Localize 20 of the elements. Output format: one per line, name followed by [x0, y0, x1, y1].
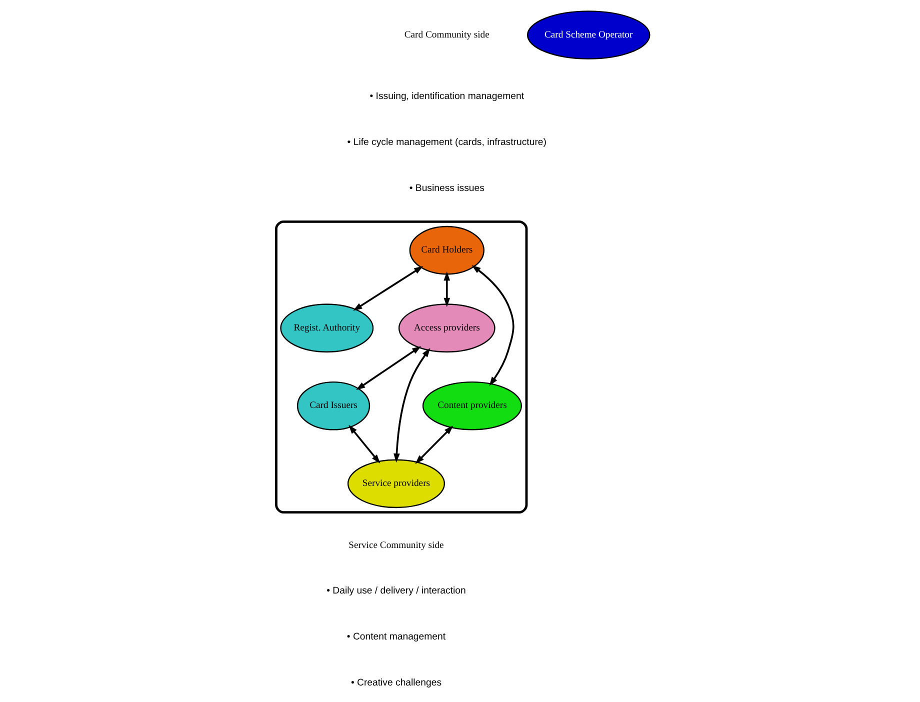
label: • Life cycle management (cards, infrastructure) — [346, 136, 546, 148]
arrow — [356, 346, 421, 390]
node-ellipse: Access providers — [398, 304, 495, 352]
label: Card Community side — [404, 29, 489, 40]
arrow — [352, 266, 423, 311]
cluster — [274, 220, 528, 514]
label: • Content management — [346, 631, 446, 642]
arrow — [393, 348, 430, 463]
arrow — [443, 272, 450, 307]
node-ellipse: Card Scheme Operator — [526, 10, 650, 60]
label: • Issuing, identification management — [369, 91, 524, 102]
arrow — [348, 424, 380, 464]
label: • Business issues — [408, 182, 484, 194]
label: • Creative challenges — [350, 677, 442, 688]
arrow — [414, 426, 453, 464]
label: • Daily use / delivery / interaction — [326, 586, 466, 597]
node-ellipse: Service providers — [346, 459, 445, 508]
label: Service Community side — [348, 540, 444, 551]
arrow — [471, 265, 514, 386]
node-ellipse: Content providers — [422, 381, 522, 430]
